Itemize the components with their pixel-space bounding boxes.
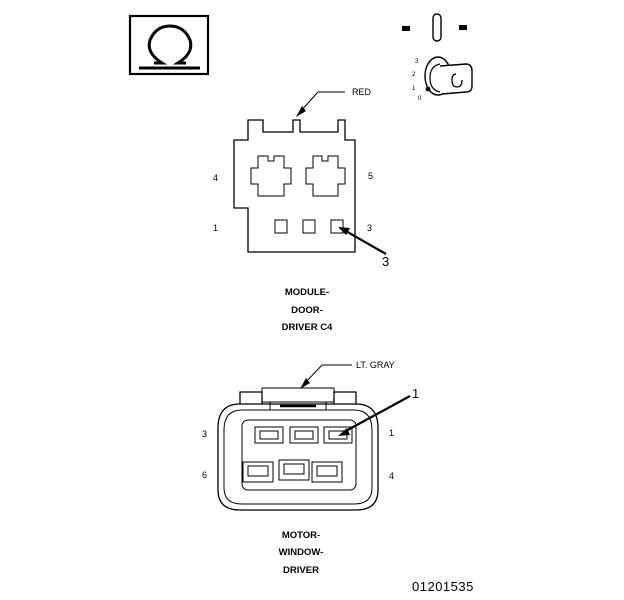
c4-pin-4-label: 4 [213,173,218,183]
motor-caption-line-2: WINDOW- [279,547,324,558]
c4-wire-color-label: RED [352,87,372,97]
motor-caption-line-1: MOTOR- [282,530,320,541]
motor-callout-number: 1 [412,386,419,401]
key-position-3: 3 [415,59,419,65]
connector-c4-diagram [233,91,387,255]
motor-caption: MOTOR- WINDOW- DRIVER [279,530,324,576]
ohmmeter-icon [128,14,210,76]
ignition-off-icon: 3 2 1 0 [402,13,473,102]
c4-caption-line-2: DOOR- [291,305,323,316]
motor-wire-color-label: LT. GRAY [356,360,395,370]
figure-number: 01201535 [412,579,474,594]
c4-callout-number: 3 [382,254,389,269]
motor-pin-4-label: 4 [389,471,394,481]
motor-pin-1-label: 1 [389,428,394,438]
motor-pin-3-label: 3 [202,429,207,439]
key-position-1: 1 [412,86,416,92]
motor-caption-line-3: DRIVER [283,565,319,576]
key-position-0: 0 [418,96,422,102]
c4-pin-5-label: 5 [368,171,373,181]
c4-caption-line-1: MODULE- [285,287,329,298]
c4-caption-line-3: DRIVER C4 [282,322,333,333]
c4-pin-1-label: 1 [213,223,218,233]
motor-pin-6-label: 6 [202,470,207,480]
c4-pin-3-label: 3 [367,223,372,233]
c4-caption: MODULE- DOOR- DRIVER C4 [282,287,333,333]
connector-motor-diagram [217,364,411,511]
key-position-2: 2 [412,72,416,78]
